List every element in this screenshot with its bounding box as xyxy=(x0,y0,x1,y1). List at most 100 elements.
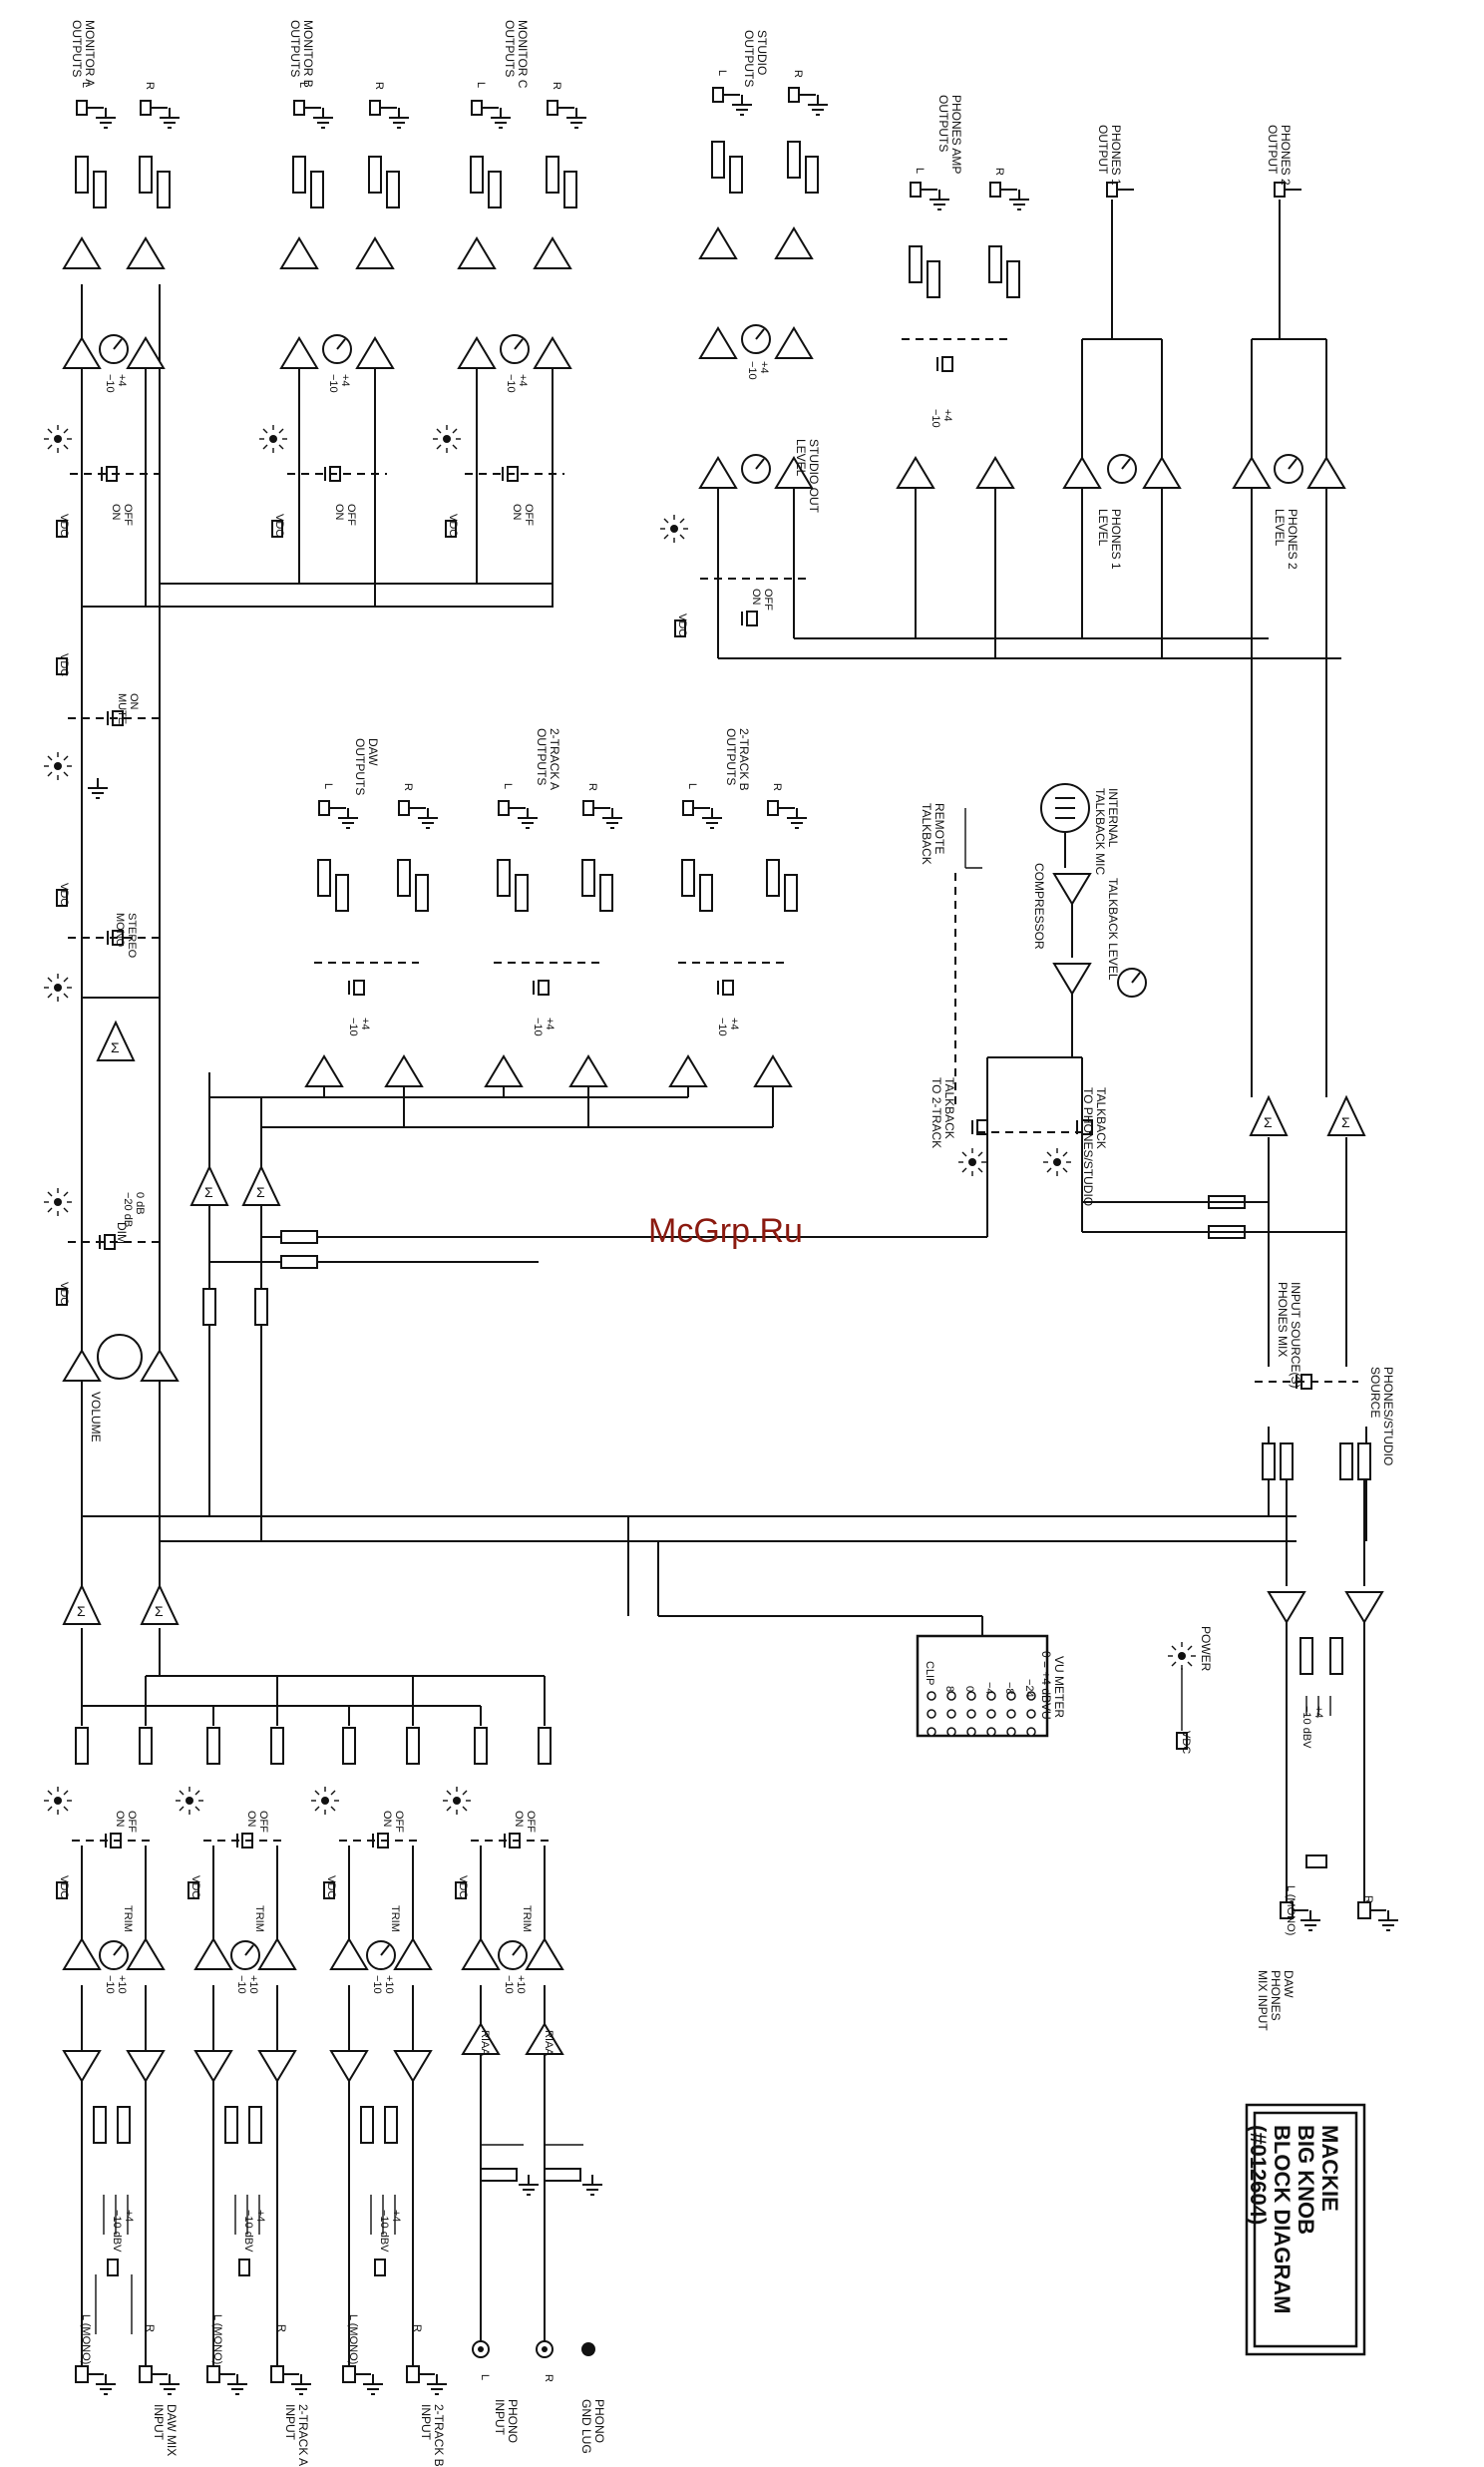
mon-b-plus4: +4 xyxy=(339,374,351,387)
vu-level-2: −4 xyxy=(983,1682,995,1695)
2-track-b-outputs xyxy=(669,800,808,1127)
mon-b-off: OFF xyxy=(345,504,357,526)
2tb-outputs-2: OUTPUTS xyxy=(724,728,738,786)
studio-on: ON xyxy=(750,589,762,606)
power-vdc: VDC xyxy=(1180,1731,1192,1755)
2ta-outputs-2: OUTPUTS xyxy=(535,728,549,786)
vu-level-1: 0 xyxy=(963,1686,975,1693)
mon-c-off: OFF xyxy=(523,504,535,526)
ch1-vdc: VDC xyxy=(58,1875,70,1899)
ch4-off: OFF xyxy=(525,1811,537,1833)
mon-b-minus10: −10 xyxy=(327,374,339,393)
monitor-b xyxy=(258,100,410,607)
2tb-out-r: R xyxy=(771,783,783,791)
studio-vdc: VDC xyxy=(676,614,688,637)
daw-out-plus4: +4 xyxy=(359,1018,371,1030)
phones2-output-1: PHONES 2 xyxy=(1279,125,1293,186)
phones-amp-minus10: −10 xyxy=(929,409,941,428)
2ta-out-r: R xyxy=(586,783,598,791)
ch1-plus4: +4 xyxy=(123,2210,135,2223)
title-block xyxy=(1245,2103,1366,2356)
internal-mic-2: TALKBACK MIC xyxy=(1093,788,1107,876)
vu-led xyxy=(1026,1727,1036,1737)
vu-led xyxy=(927,1727,936,1737)
studio-outputs xyxy=(659,87,1341,659)
talkback-section xyxy=(954,783,1147,1237)
phones2-level-1: PHONES 2 xyxy=(1286,509,1299,570)
ch1-off: OFF xyxy=(126,1811,138,1833)
ch3-minus10dbv: −10 dBV xyxy=(378,2210,390,2253)
ch3-vdc: VDC xyxy=(325,1875,337,1899)
input-sources-1: INPUT SOURCE(S) xyxy=(1289,1282,1302,1389)
watermark: McGrp.Ru xyxy=(648,1212,803,1250)
volume-knob[interactable] xyxy=(97,1334,143,1380)
monitor-a xyxy=(43,100,181,607)
input-label-2ta-2: INPUT xyxy=(283,2404,297,2440)
phones2-output-2: OUTPUT xyxy=(1266,125,1280,175)
ch1-r: R xyxy=(144,2324,156,2332)
monitor-b-title-1: MONITOR B xyxy=(301,20,315,88)
mon-a-plus4: +4 xyxy=(116,374,128,387)
talkback-to-phones-2: TO PHONES/STUDIO xyxy=(1081,1087,1095,1207)
studio-out-level-1: STUDIO OUT xyxy=(807,439,821,513)
2tb-outputs-1: 2-TRACK B xyxy=(737,728,751,791)
studio-out-level-2: LEVEL xyxy=(794,439,808,477)
mon-a-vdc: VDC xyxy=(58,514,70,538)
daw-out-minus10: −10 xyxy=(347,1018,359,1036)
input-label-2tb-1: 2-TRACK B xyxy=(432,2404,446,2467)
daw-outputs-2: OUTPUTS xyxy=(353,738,367,796)
record-outputs xyxy=(209,800,987,1269)
vu-led xyxy=(1026,1709,1036,1719)
phones-mix-input-2: PHONES xyxy=(1269,1970,1283,2021)
phones-amp-r: R xyxy=(993,168,1005,176)
channel-phono xyxy=(442,1727,603,2358)
ch2-plus4: +4 xyxy=(254,2210,266,2223)
mute-vdc: VDC xyxy=(58,653,70,677)
input-label-2ta-1: 2-TRACK A xyxy=(296,2404,310,2467)
studio-minus10: −10 xyxy=(746,361,758,380)
phono-input-2: INPUT xyxy=(493,2399,507,2435)
phones1-output-1: PHONES 1 xyxy=(1109,125,1123,186)
ch2-r: R xyxy=(275,2324,287,2332)
studio-r: R xyxy=(792,70,804,78)
talkback-to-2track-1: TALKBACK xyxy=(942,1077,956,1139)
mon-c-l: L xyxy=(475,82,487,89)
mon-a-on: ON xyxy=(110,504,122,521)
ch2-plus10: +10 xyxy=(247,1975,259,1994)
ch1-on: ON xyxy=(114,1811,126,1828)
dim-minus20db: −20 dB xyxy=(122,1192,134,1228)
phones1-level-2: LEVEL xyxy=(1096,509,1110,547)
ch3-trim: TRIM xyxy=(389,1905,401,1932)
mon-a-r: R xyxy=(144,82,156,90)
phono-l: L xyxy=(479,2374,491,2381)
phones-mix-input-3: MIX INPUT xyxy=(1256,1970,1270,2031)
vu-level-4: −24 xyxy=(1023,1679,1035,1698)
vu-meter-subtitle: 0 = +4 dBVU xyxy=(1039,1651,1053,1720)
talkback-to-2track-2: TO 2-TRACK xyxy=(929,1077,943,1149)
2tb-out-l: L xyxy=(686,783,698,790)
master-section xyxy=(43,583,554,1382)
channel-2-track-b xyxy=(310,1727,448,2395)
studio-l: L xyxy=(716,70,728,77)
studio-plus4: +4 xyxy=(758,361,770,374)
vu-led xyxy=(966,1709,976,1719)
2ta-outputs-1: 2-TRACK A xyxy=(548,728,561,791)
vu-led xyxy=(986,1691,996,1701)
stereo-vdc: VDC xyxy=(58,883,70,907)
phones-amp-plus4: +4 xyxy=(941,409,953,422)
phono-gnd-1: PHONO xyxy=(592,2399,606,2444)
daw-out-r: R xyxy=(402,783,414,791)
phones-amp-l: L xyxy=(914,168,926,175)
phones-mix-plus4: +4 xyxy=(1312,1706,1324,1719)
title-line-4: (#012604) xyxy=(1246,2125,1271,2226)
internal-mic-1: INTERNAL xyxy=(1106,788,1120,848)
ch2-on: ON xyxy=(245,1811,257,1828)
mute-on: ON xyxy=(128,693,140,710)
phones-amp-outputs-1: PHONES AMP xyxy=(949,95,963,175)
ch3-r: R xyxy=(411,2324,423,2332)
phones-studio-source-1: PHONES/STUDIO xyxy=(1381,1367,1395,1466)
phones2-level-2: LEVEL xyxy=(1273,509,1287,547)
ch3-on: ON xyxy=(381,1811,393,1828)
ch4-trim: TRIM xyxy=(521,1905,533,1932)
